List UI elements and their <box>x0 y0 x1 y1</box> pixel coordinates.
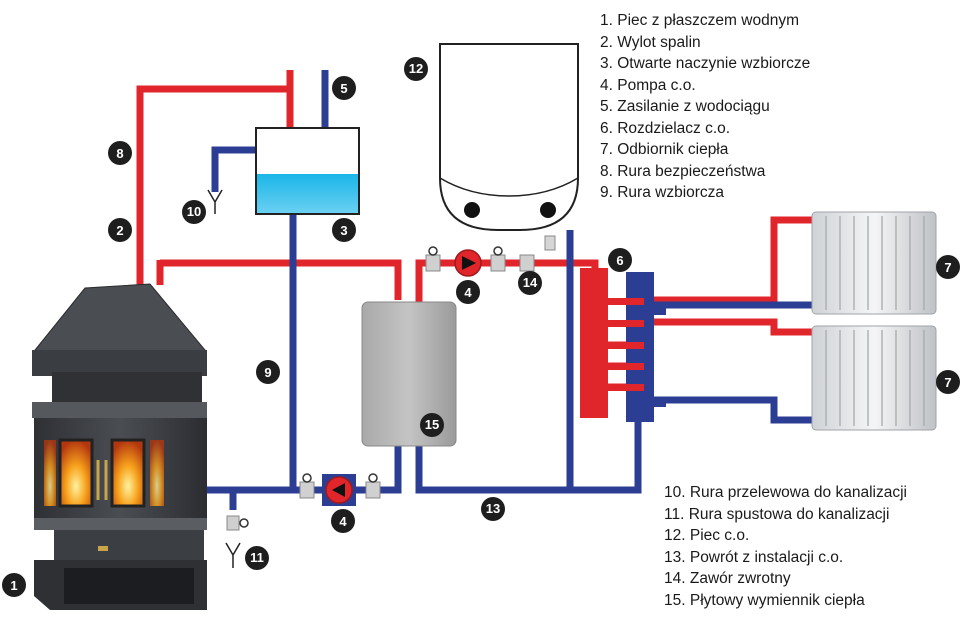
badge-4-top: 4 <box>456 280 480 304</box>
svg-text:13: 13 <box>486 501 500 516</box>
svg-text:9: 9 <box>264 365 271 380</box>
badge-13: 13 <box>481 497 505 521</box>
legend-item: 12. Piec c.o. <box>664 527 750 544</box>
badge-10: 10 <box>182 200 206 224</box>
badge-1: 1 <box>2 573 26 597</box>
svg-text:4: 4 <box>339 514 347 529</box>
svg-text:5: 5 <box>340 81 347 96</box>
legend-item: 7. Odbiornik ciepła <box>600 141 729 158</box>
pump-top <box>425 246 535 277</box>
badge-3: 3 <box>332 218 356 242</box>
stove-supply-pipe <box>160 259 402 300</box>
svg-text:7: 7 <box>944 260 951 275</box>
safety-pipe <box>136 85 290 284</box>
stove-return-pipe <box>200 445 402 494</box>
check-valve <box>519 254 535 272</box>
svg-text:11: 11 <box>250 550 264 565</box>
legend-item: 15. Płytowy wymiennik ciepła <box>664 591 865 609</box>
radiator-top <box>811 211 937 315</box>
fire-window-right <box>110 438 146 508</box>
svg-text:15: 15 <box>425 417 439 432</box>
legend-item: 13. Powrót z instalacji c.o. <box>664 548 844 566</box>
radiator-bottom <box>811 325 937 431</box>
gas-boiler <box>439 43 579 251</box>
badge-5: 5 <box>332 76 356 100</box>
legend-item: 3. Otwarte naczynie wzbiorcze <box>600 55 811 72</box>
svg-text:8: 8 <box>116 146 123 161</box>
boiler-knob-left <box>464 202 480 218</box>
overflow-pipe <box>211 146 256 192</box>
legend-item: 14. Zawór zwrotny <box>664 570 791 587</box>
badge-2: 2 <box>108 218 132 242</box>
legend-item: 5. Zasilanie z wodociągu <box>600 98 770 115</box>
svg-text:14: 14 <box>523 275 538 290</box>
svg-text:12: 12 <box>409 61 423 76</box>
legend-top: 1. Piec z płaszczem wodnym 2. Wylot spal… <box>600 10 810 204</box>
legend-bottom: 10. Rura przelewowa do kanalizacji 11. R… <box>664 482 907 611</box>
badge-8: 8 <box>108 141 132 165</box>
badge-6: 6 <box>608 248 632 272</box>
expansion-tank <box>255 127 360 215</box>
return-pipes <box>200 70 812 510</box>
legend-item: 11. Rura spustowa do kanalizacji <box>664 505 890 523</box>
svg-text:6: 6 <box>616 253 623 268</box>
svg-text:3: 3 <box>340 223 347 238</box>
legend-item: 10. Rura przelewowa do kanalizacji <box>664 484 907 501</box>
svg-text:10: 10 <box>187 204 201 219</box>
legend-item: 2. Wylot spalin <box>600 33 701 51</box>
radiator-supply-bottom <box>637 318 812 336</box>
manifold <box>580 268 666 422</box>
badge-9: 9 <box>256 360 280 384</box>
plate-heat-exchanger <box>361 301 457 447</box>
boiler-knob-right <box>540 202 556 218</box>
legend-item: 4. Pompa c.o. <box>600 76 696 94</box>
svg-text:7: 7 <box>944 375 951 390</box>
badge-11: 11 <box>245 546 269 570</box>
badge-14: 14 <box>518 271 542 295</box>
pump-bottom <box>299 473 381 506</box>
installation-return-pipe <box>415 420 642 494</box>
radiator-supply-top <box>637 216 812 304</box>
legend-item: 9. Rura wzbiorcza <box>600 184 725 201</box>
badge-7-bottom: 7 <box>936 370 960 394</box>
badge-12: 12 <box>404 57 428 81</box>
fire-window-left <box>58 438 94 508</box>
svg-text:1: 1 <box>10 578 17 593</box>
svg-text:2: 2 <box>116 223 123 238</box>
legend-item: 8. Rura bezpieczeństwa <box>600 162 766 180</box>
badge-15: 15 <box>420 413 444 437</box>
badge-4-bottom: 4 <box>331 509 355 533</box>
drain-valve-icon <box>225 515 249 568</box>
badge-7-top: 7 <box>936 255 960 279</box>
legend-item: 1. Piec z płaszczem wodnym <box>600 12 799 29</box>
wood-stove <box>32 283 207 610</box>
radiator-return-bottom <box>638 396 812 424</box>
svg-text:4: 4 <box>464 285 472 300</box>
overflow-funnel-icon <box>207 189 223 214</box>
legend-item: 6. Rozdzielacz c.o. <box>600 119 731 137</box>
